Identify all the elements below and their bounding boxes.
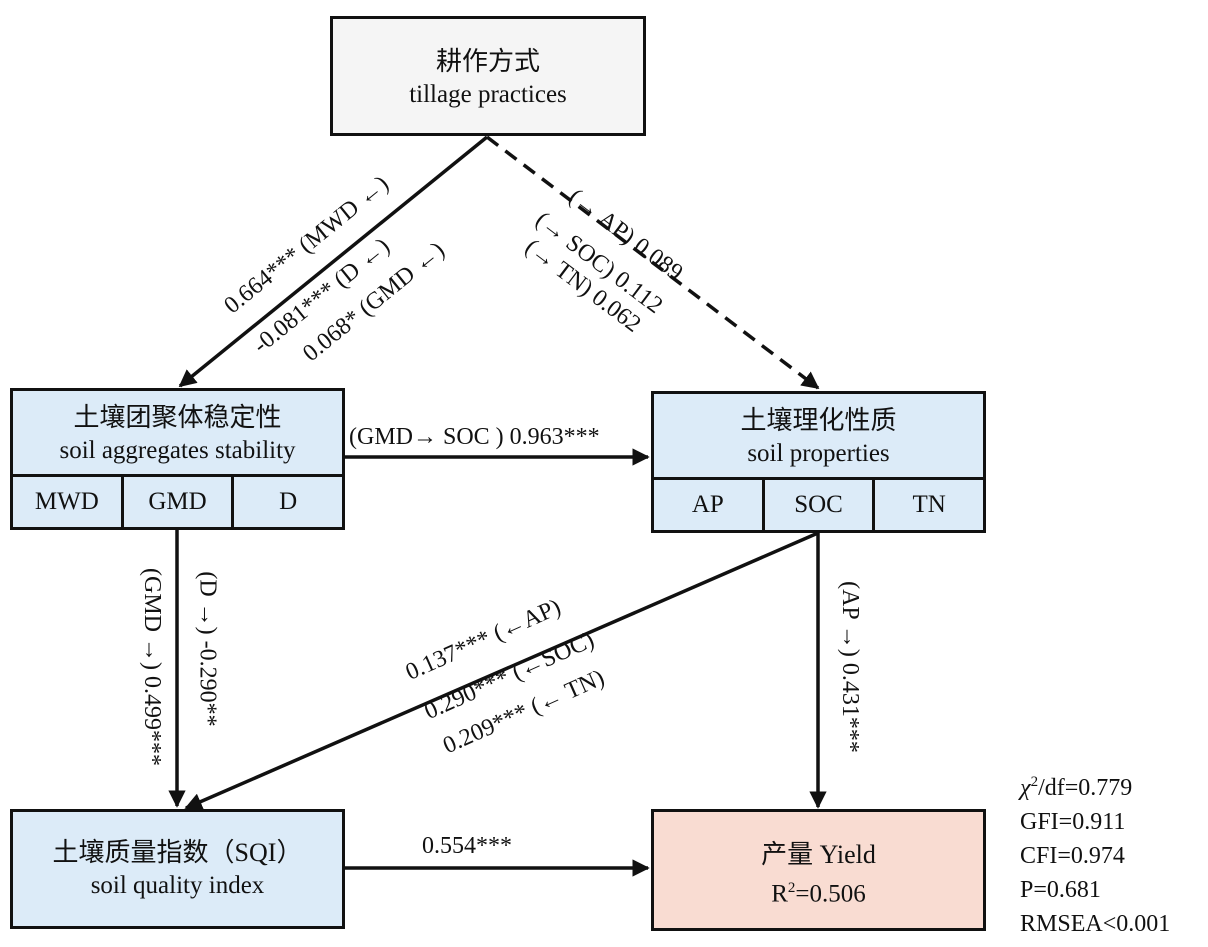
yield-r2: R2=0.506 — [771, 880, 866, 908]
fit-rmsea: RMSEA<0.001 — [1020, 911, 1171, 937]
properties-en-label: soil properties — [747, 440, 890, 467]
cell-soc: SOC — [765, 480, 876, 530]
cell-gmd: GMD — [124, 477, 235, 527]
fit-cfi: CFI=0.974 — [1020, 843, 1125, 869]
cell-ap: AP — [654, 480, 765, 530]
yield-box: 产量 Yield R2=0.506 — [651, 809, 986, 931]
label-ap-yield: (AP →) 0.431*** — [836, 581, 863, 753]
arrow-tillage-to-properties — [485, 135, 820, 390]
aggregates-cn-label: 土壤团聚体稳定性 — [73, 403, 282, 432]
cell-mwd: MWD — [13, 477, 124, 527]
fit-indices: χ2/df=0.779 GFI=0.911 CFI=0.974 P=0.681 … — [1020, 765, 1170, 941]
tillage-en-label: tillage practices — [409, 81, 567, 108]
label-sqi-yield: 0.554*** — [422, 833, 512, 859]
arrow-tillage-to-aggregates — [178, 135, 489, 388]
properties-cn-label: 土壤理化性质 — [740, 406, 897, 435]
aggregates-en-label: soil aggregates stability — [59, 437, 296, 464]
arrow-properties-to-sqi — [184, 531, 819, 810]
fit-p: P=0.681 — [1020, 877, 1101, 903]
yield-title: 产量 Yield — [761, 840, 876, 869]
cell-tn: TN — [912, 491, 946, 518]
tillage-cn-label: 耕作方式 — [435, 47, 540, 76]
cell-d: D — [279, 488, 298, 515]
sqi-box: 土壤质量指数（SQI） soil quality index — [10, 809, 345, 929]
tillage-box: 耕作方式 tillage practices — [330, 16, 646, 136]
fit-gfi: GFI=0.911 — [1020, 809, 1126, 835]
sqi-cn-label: 土壤质量指数（SQI） — [52, 838, 303, 867]
properties-box: 土壤理化性质 soil properties AP SOC TN — [651, 391, 986, 533]
properties-cells: AP SOC TN — [654, 477, 983, 530]
aggregates-cells: MWD GMD D — [13, 474, 342, 527]
label-gmd-sqi: (GMD →) 0.499*** — [139, 568, 165, 766]
sqi-en-label: soil quality index — [90, 872, 265, 899]
label-d-sqi: (D →) -0.290** — [194, 571, 221, 727]
fit-chi-df: χ2/df=0.779 — [1020, 774, 1133, 801]
aggregates-box: 土壤团聚体稳定性 soil aggregates stability MWD G… — [10, 388, 345, 530]
label-gmd-soc: (GMD→ SOC ) 0.963*** — [349, 424, 600, 450]
